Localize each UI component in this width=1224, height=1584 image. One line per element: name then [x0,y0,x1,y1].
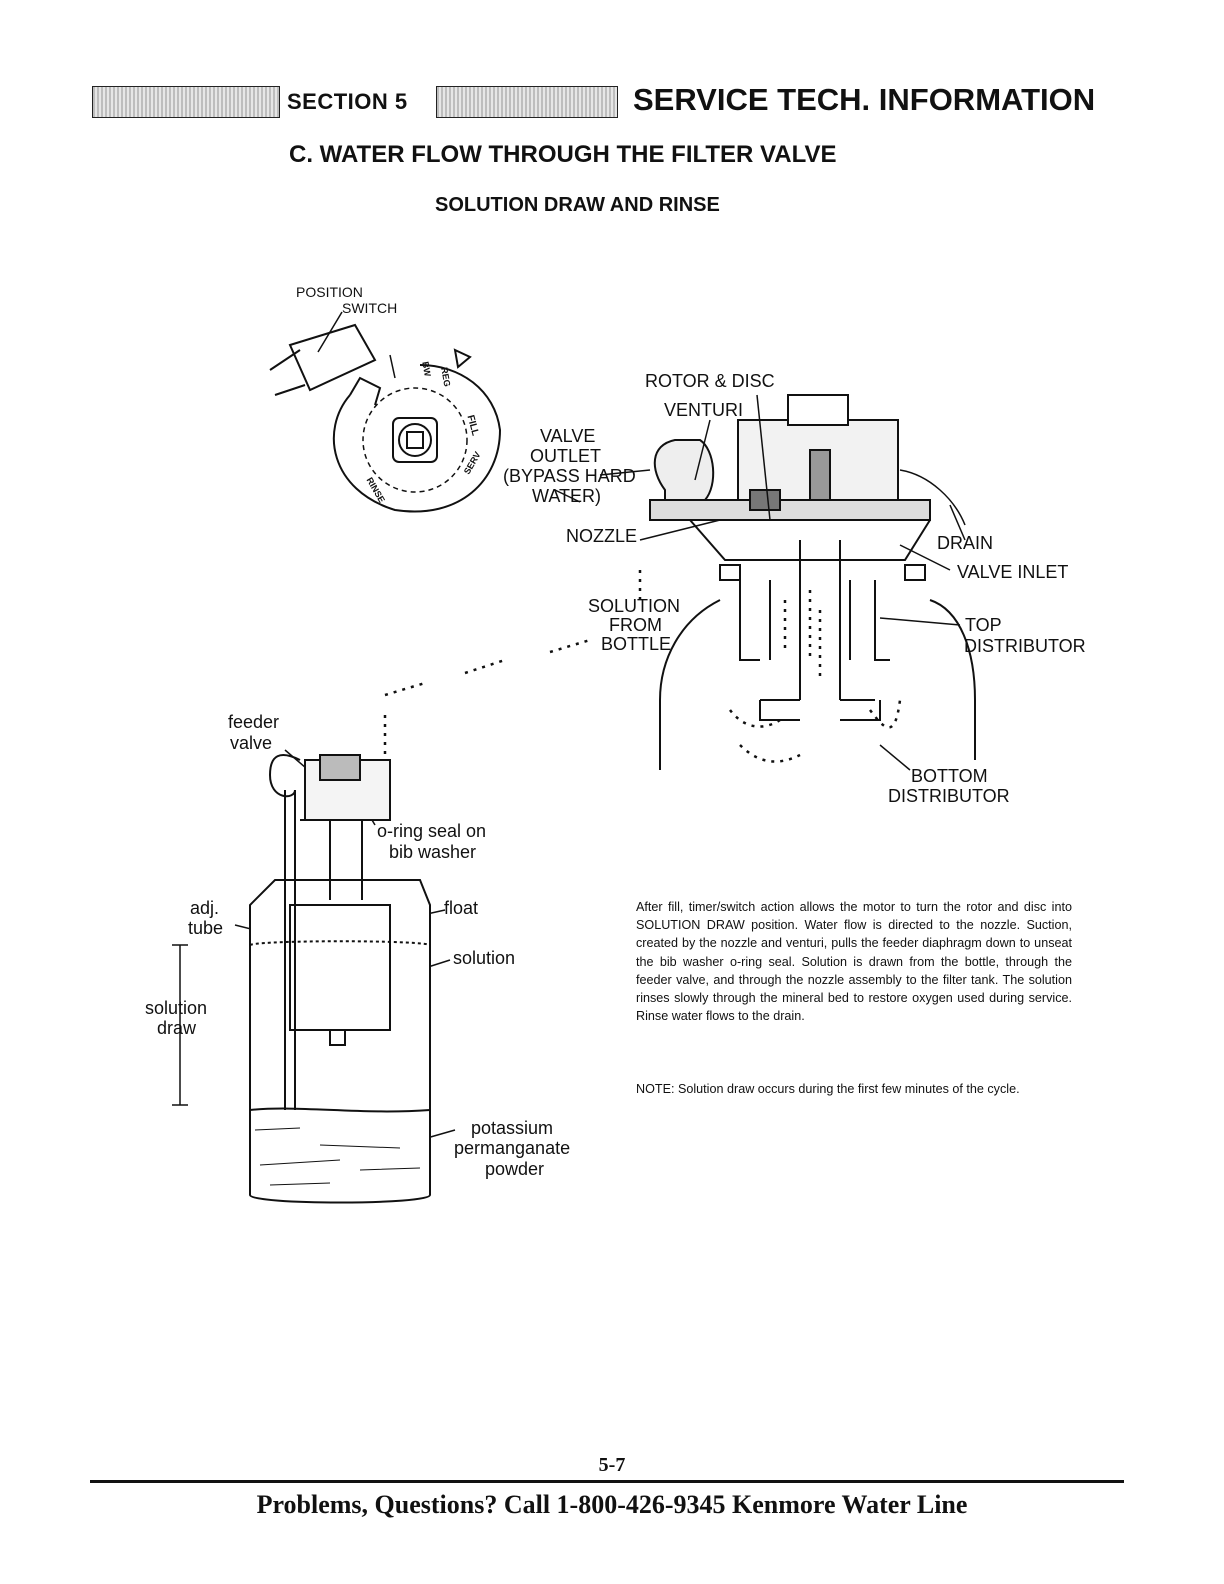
label-valve-outlet-3: (BYPASS HARD [503,466,636,486]
label-solution-from-1: SOLUTION [588,596,681,616]
solution-bottle [172,754,431,1204]
label-potassium-1: potassium [471,1118,554,1138]
page-header-title: SERVICE TECH. INFORMATION [633,82,1096,117]
note-text: NOTE: Solution draw occurs during the fi… [636,1082,1020,1096]
position-switch-dial [269,311,502,513]
label-valve-outlet-2: OUTLET [530,446,602,466]
label-adj-2: tube [188,918,224,938]
label-oring-1: o-ring seal on [377,821,487,841]
label-valve-outlet-4: WATER) [532,486,601,506]
footer-text: Problems, Questions? Call 1-800-426-9345… [256,1490,968,1519]
label-solution-draw-2: draw [157,1018,197,1038]
label-oring-2: bib washer [389,842,477,862]
label-nozzle: NOZZLE [566,526,638,546]
label-solution-from-3: BOTTLE [601,634,672,654]
label-position: POSITION [296,284,363,300]
label-adj-1: adj. [190,898,220,918]
label-rotor-disc: ROTOR & DISC [645,371,775,391]
label-feeder-2: valve [230,733,273,753]
label-solution-from-2: FROM [609,615,662,635]
label-bottom-1: BOTTOM [911,766,988,786]
label-potassium-2: permanganate [454,1138,571,1158]
description-text: After fill, timer/switch action allows t… [636,900,1072,1024]
header-bar-middle [436,86,618,118]
filter-tank-valve [649,394,976,770]
footer-rule [90,1480,1124,1483]
label-solution: solution [453,948,516,968]
label-venturi: VENTURI [664,400,744,420]
header-bar-left [92,86,280,118]
label-switch: SWITCH [342,300,398,316]
label-potassium-3: powder [485,1159,545,1179]
section-label: SECTION 5 [287,89,408,114]
label-feeder-1: feeder [228,712,280,732]
section-heading: C. WATER FLOW THROUGH THE FILTER VALVE [289,141,837,168]
label-valve-inlet: VALVE INLET [957,562,1069,582]
page-number: 5-7 [598,1454,626,1476]
label-top-1: TOP [965,615,1002,635]
label-bottom-2: DISTRIBUTOR [888,786,1010,806]
label-float: float [444,898,479,918]
label-top-2: DISTRIBUTOR [964,636,1086,656]
label-drain: DRAIN [937,533,994,553]
label-solution-draw-1: solution [145,998,208,1018]
section-subheading: SOLUTION DRAW AND RINSE [435,194,720,216]
label-valve-outlet-1: VALVE [540,426,596,446]
